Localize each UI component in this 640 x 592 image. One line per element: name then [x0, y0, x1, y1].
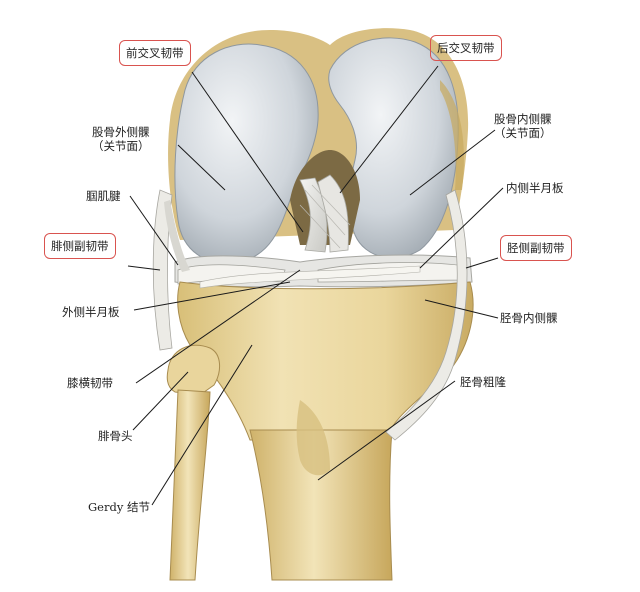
- leader-transverse-ligament: [135, 269, 301, 384]
- tibia-shaft: [249, 429, 393, 581]
- tibia-proximal: [177, 281, 474, 441]
- leader-medial-tibial-condyle: [424, 299, 499, 319]
- leader-tibial-tuberosity: [317, 380, 456, 481]
- popliteus-tendon: [164, 200, 190, 272]
- medial-condyle: [328, 37, 459, 259]
- leader-tibial-collateral: [465, 257, 499, 269]
- label-popliteus: 腘肌腱: [86, 189, 121, 203]
- transverse-ligament: [199, 265, 421, 289]
- leader-fibular-collateral: [127, 265, 161, 271]
- label-lateral-condyle: 股骨外侧髁 （关节面）: [92, 125, 150, 153]
- label-tibial-tuberosity: 胫骨粗隆: [460, 375, 506, 389]
- label-medial-meniscus: 内侧半月板: [506, 181, 564, 195]
- label-fibular-collateral: 腓侧副韧带: [44, 233, 116, 259]
- fibula-head: [166, 344, 220, 396]
- leader-lateral-condyle: [177, 144, 226, 191]
- label-gerdy: Gerdy 结节: [88, 500, 151, 514]
- label-transverse-ligament: 膝横韧带: [67, 376, 113, 390]
- label-medial-condyle: 股骨内侧髁 （关节面）: [494, 112, 552, 140]
- label-fibular-head: 腓骨头: [98, 429, 133, 443]
- fibula-shaft: [169, 389, 211, 581]
- leader-medial-condyle: [409, 129, 496, 196]
- leader-medial-meniscus: [419, 187, 504, 269]
- leader-pcl: [339, 65, 439, 194]
- leader-gerdy: [151, 344, 253, 506]
- leader-lateral-meniscus: [133, 281, 291, 311]
- label-acl: 前交叉韧带: [119, 40, 191, 66]
- label-tibial-collateral: 胫侧副韧带: [500, 235, 572, 261]
- fibular-collateral-ligament: [152, 189, 173, 351]
- tibial-collateral-ligament: [385, 189, 468, 441]
- label-lateral-meniscus: 外侧半月板: [62, 305, 120, 319]
- leader-acl: [191, 71, 304, 233]
- leader-popliteus: [129, 195, 179, 266]
- label-pcl: 后交叉韧带: [430, 35, 502, 61]
- label-medial-tibial-condyle: 胫骨内侧髁: [500, 311, 558, 325]
- leader-fibular-head: [132, 371, 189, 431]
- tibial-tuberosity: [296, 400, 330, 476]
- leader-lines: [127, 65, 504, 506]
